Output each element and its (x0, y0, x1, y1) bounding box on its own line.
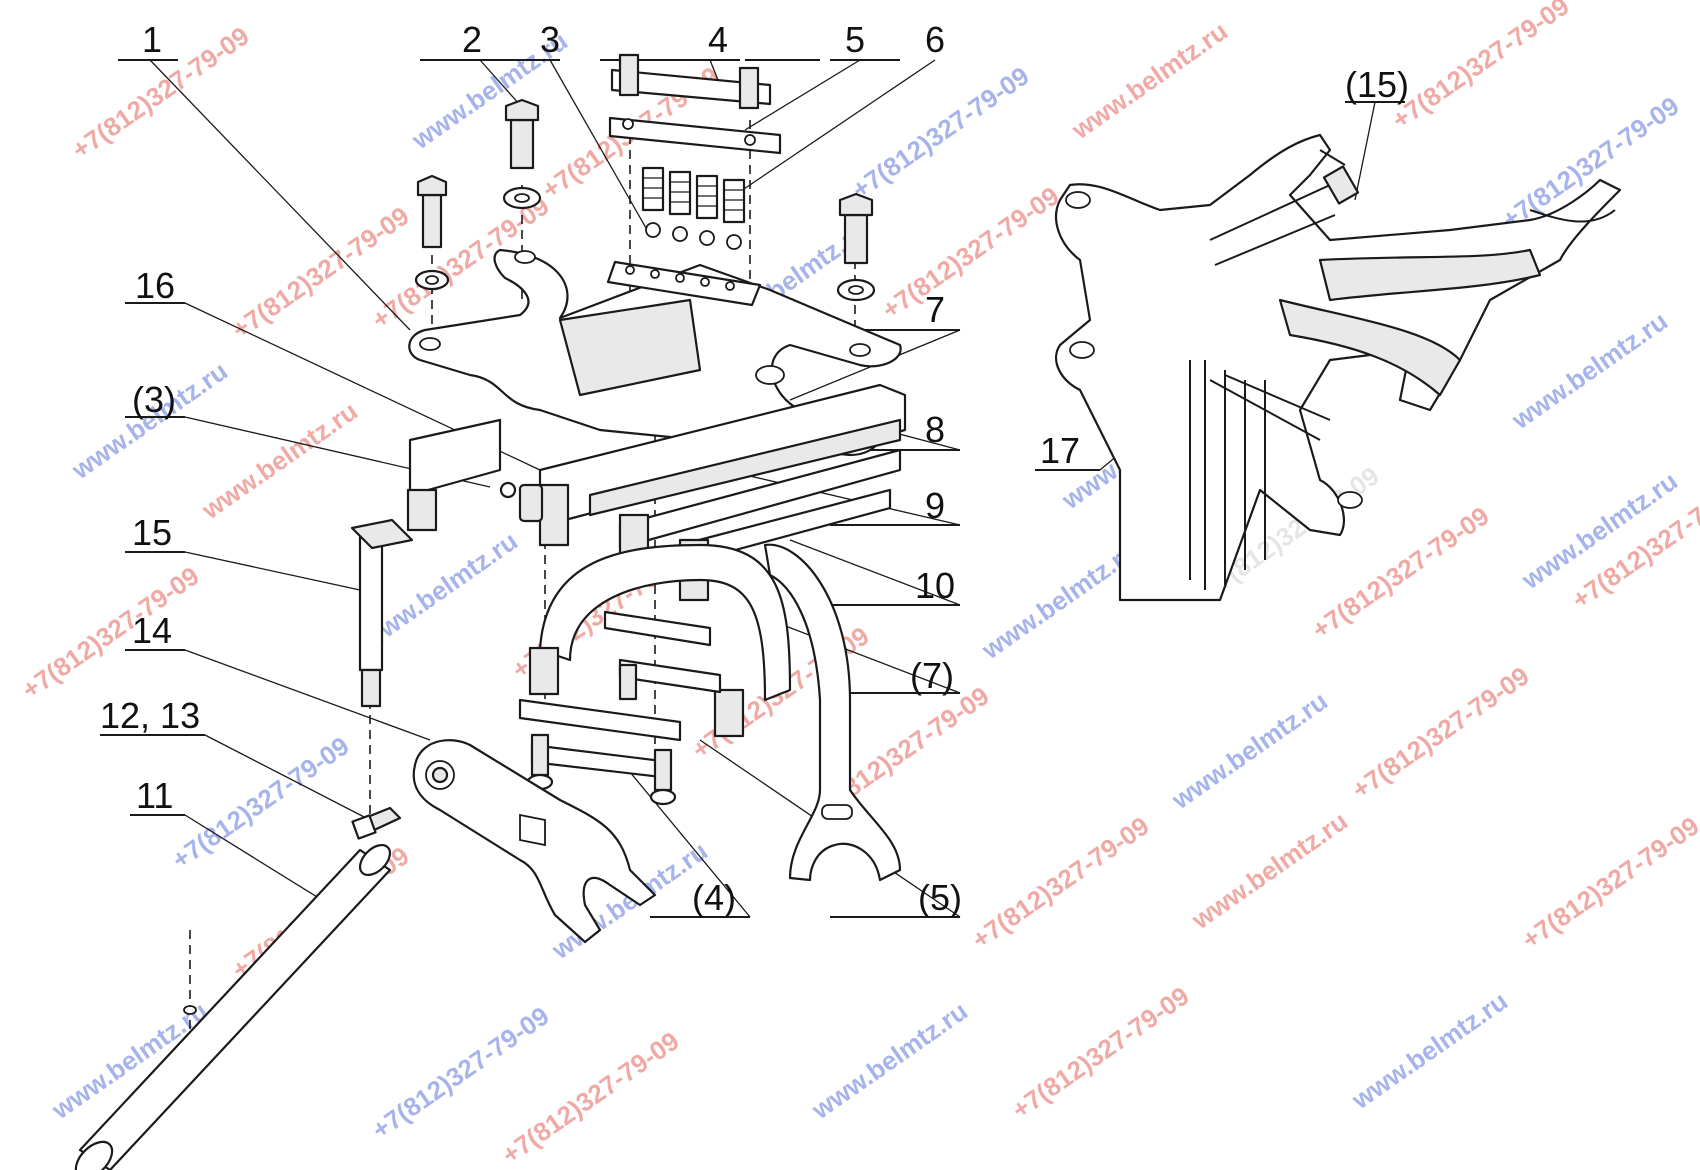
watermark-phone: +7(812)327-79-09 (496, 1026, 684, 1170)
watermark-site: www.belmtz.ru (1185, 806, 1353, 936)
bolt-right (836, 192, 876, 302)
callout-12-13: 12, 13 (100, 695, 200, 736)
callout-7-ref: (7) (910, 655, 954, 696)
callout-15-ref: (15) (1345, 64, 1409, 105)
callout-17: 17 (1040, 430, 1080, 471)
watermark-site: www.belmtz.ru (195, 396, 363, 526)
grease-fitting (351, 806, 402, 840)
callout-5: 5 (845, 19, 865, 60)
shift-fork-14 (412, 739, 657, 944)
shift-rod (74, 843, 392, 1170)
shift-pin (350, 518, 414, 708)
watermark-phone: +7(812)327-79-09 (16, 561, 204, 705)
watermark-site: www.belmtz.ru (1165, 686, 1333, 816)
callout-8: 8 (925, 409, 945, 450)
callout-9: 9 (925, 485, 945, 526)
callout-11: 11 (136, 775, 173, 816)
callout-6: 6 (925, 19, 945, 60)
callout-10: 10 (915, 565, 955, 606)
watermark-phone: +7(812)327-79-09 (966, 811, 1154, 955)
detent-ball (499, 481, 517, 499)
bolt-left (414, 174, 450, 291)
watermark-site: www.belmtz.ru (65, 356, 233, 486)
callout-4-ref: (4) (692, 877, 736, 918)
detent-springs (641, 166, 746, 250)
interlock-plate (518, 483, 544, 523)
clamp-plate-upper (608, 53, 782, 155)
watermark-site: www.belmtz.ru (1505, 306, 1673, 436)
callout-14: 14 (132, 610, 172, 651)
watermark-phone: +7(812)327-79-09 (876, 181, 1064, 325)
callout-16: 16 (135, 265, 175, 306)
bolt-2 (502, 98, 542, 210)
watermark-phone: +7(812)327-79-09 (1346, 661, 1534, 805)
callout-3: 3 (540, 19, 560, 60)
callout-3-ref: (3) (132, 379, 176, 420)
callout-5-ref: (5) (918, 877, 962, 918)
callout-4: 4 (708, 19, 728, 60)
callout-2: 2 (462, 19, 482, 60)
watermark-phone: +7(812)327-79-09 (846, 61, 1034, 205)
shift-fork-right (763, 543, 902, 882)
callout-1: 1 (142, 19, 162, 60)
callout-15: 15 (132, 512, 172, 553)
watermark-site: www.belmtz.ru (805, 996, 973, 1126)
clamp-plate-lower (518, 610, 722, 806)
assembly-axis (189, 120, 856, 1030)
callout-7: 7 (925, 289, 945, 330)
main-assembly (74, 53, 907, 1170)
housing-plate (408, 248, 902, 457)
watermark-phone: +7(812)327-79-09 (166, 731, 354, 875)
watermark-site: www.belmtz.ru (1065, 16, 1233, 146)
watermark-phone: +7(812)327-79-09 (1006, 981, 1194, 1125)
callout-labels: 1 2 3 4 5 6 16 7 (3) 8 9 15 10 14 (7) 12… (100, 19, 1409, 918)
watermark-phone: +7(812)327-79-09 (1516, 811, 1700, 955)
watermark-site: www.belmtz.ru (1345, 986, 1513, 1116)
watermark-phone: +7(812)327-79-09 (1386, 0, 1574, 135)
watermark-site: www.belmtz.ru (975, 536, 1143, 666)
assembled-view (1054, 133, 1622, 602)
shift-fork-center (528, 543, 792, 738)
